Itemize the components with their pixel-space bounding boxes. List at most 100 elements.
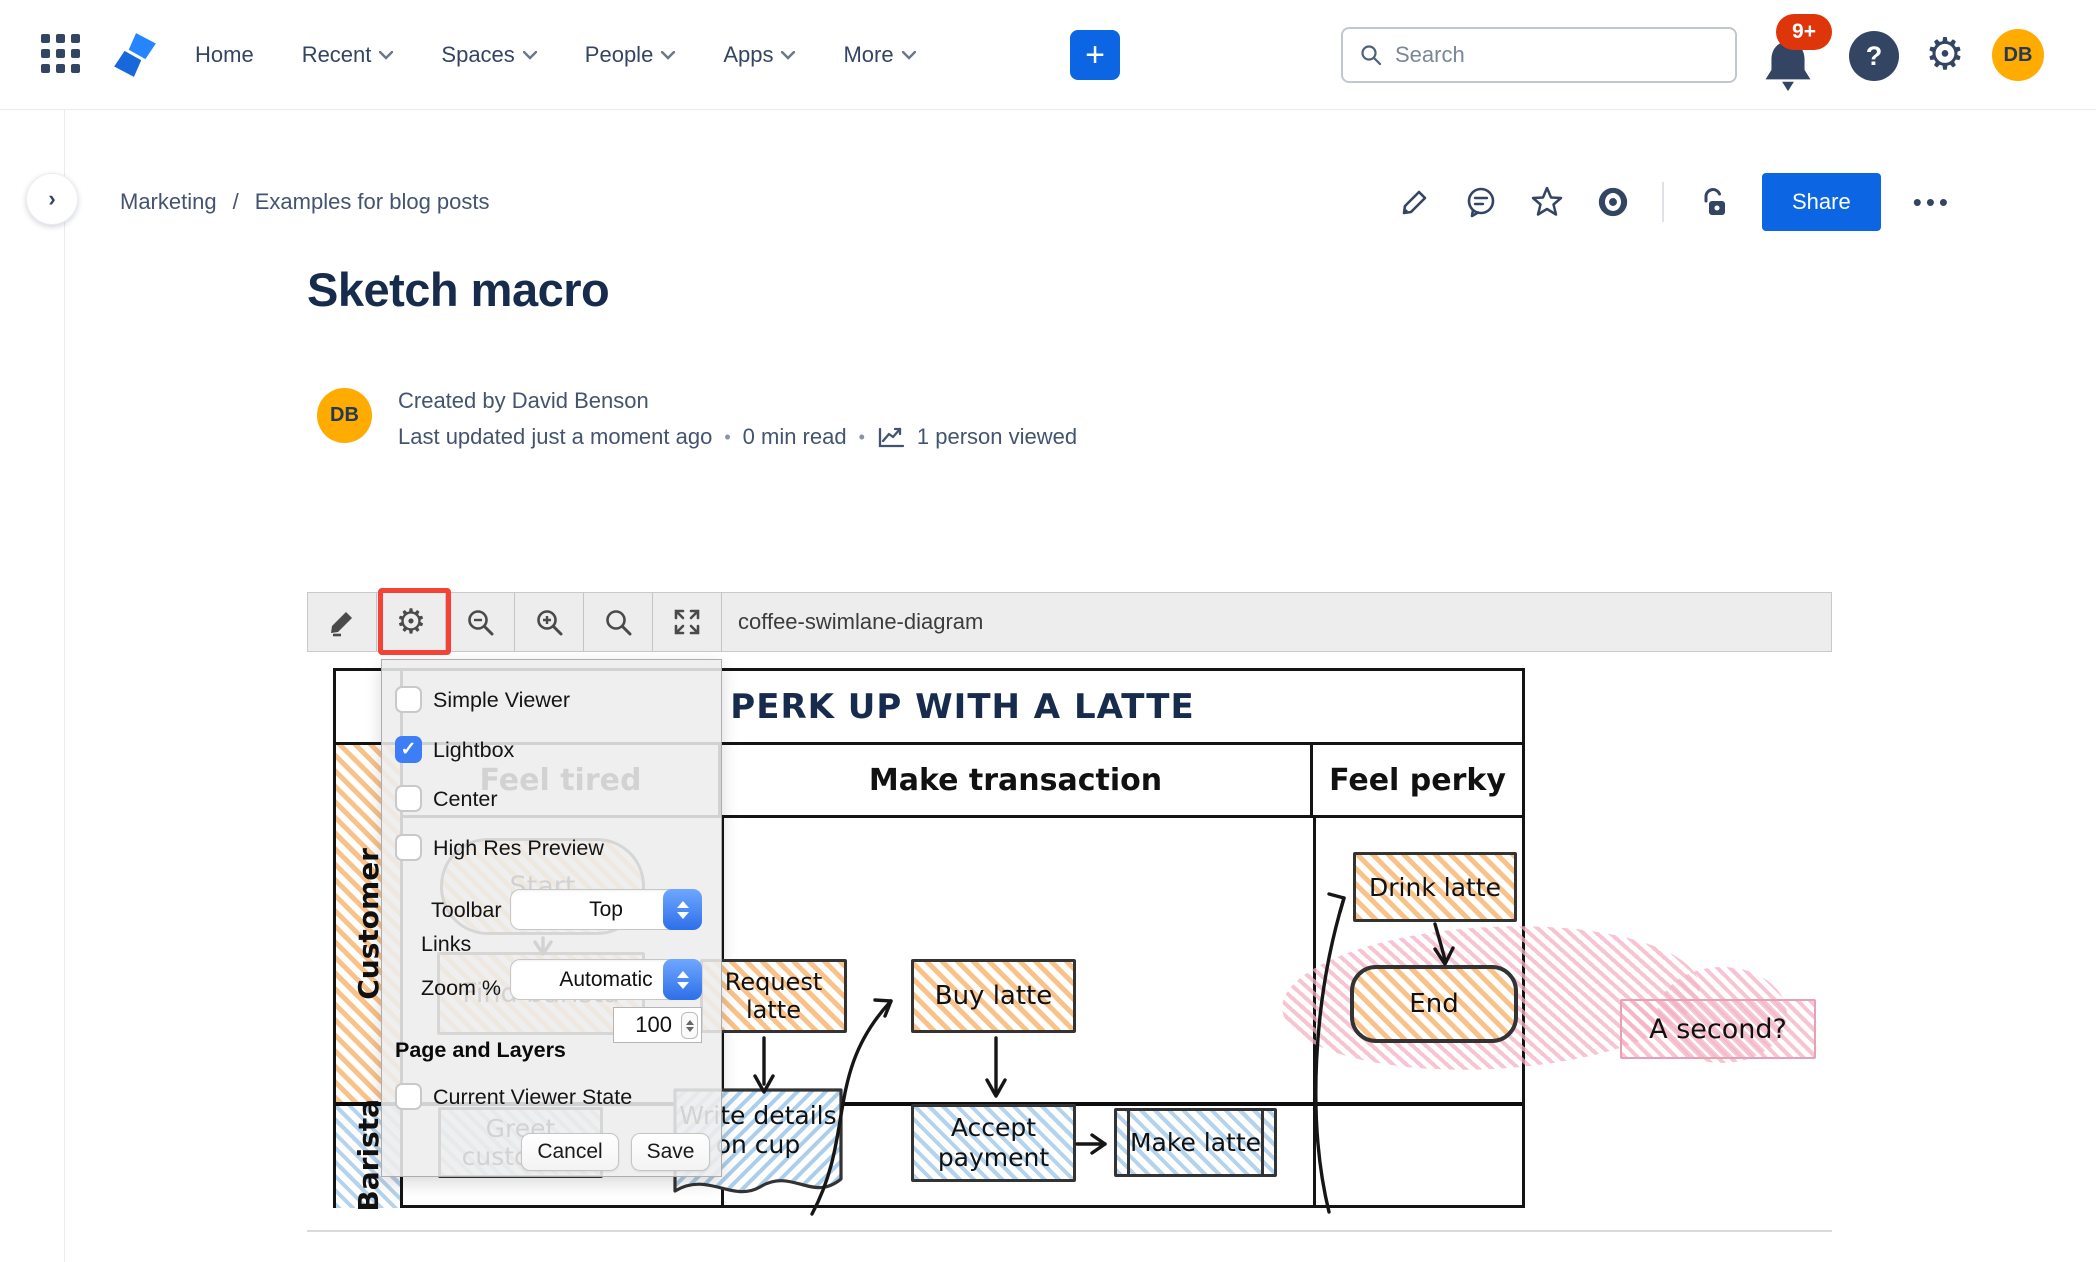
viewer-settings-panel: Simple Viewer ✓ Lightbox Center High Res… bbox=[381, 659, 722, 1177]
zoom-in-icon bbox=[537, 610, 563, 636]
node-end: End bbox=[1350, 965, 1518, 1043]
ellipsis-icon: ••• bbox=[1912, 186, 1953, 217]
more-actions-button[interactable]: ••• bbox=[1913, 187, 1952, 218]
search-input[interactable] bbox=[1395, 42, 1695, 68]
watch-button[interactable] bbox=[1596, 185, 1630, 219]
star-button[interactable] bbox=[1530, 185, 1564, 219]
breadcrumb-separator: / bbox=[232, 189, 239, 214]
gear-icon: ⚙ bbox=[395, 603, 427, 641]
fullscreen-icon bbox=[674, 609, 700, 635]
high-res-label: High Res Preview bbox=[433, 836, 604, 860]
restrictions-button[interactable] bbox=[1696, 185, 1730, 219]
node-request-latte: Request latte bbox=[700, 959, 847, 1033]
author-avatar[interactable]: DB bbox=[317, 388, 372, 443]
help-button[interactable]: ? bbox=[1849, 31, 1899, 81]
byline: Created by David Benson Last updated jus… bbox=[398, 383, 1077, 455]
number-stepper-icon[interactable] bbox=[681, 1012, 698, 1039]
chevron-down-icon bbox=[781, 50, 796, 60]
star-icon bbox=[1531, 186, 1563, 216]
actions-divider bbox=[1662, 182, 1664, 222]
zoom-percent-input[interactable] bbox=[614, 1012, 672, 1038]
app-switcher-icon[interactable] bbox=[38, 31, 86, 79]
nav-item-people[interactable]: People bbox=[585, 42, 676, 68]
share-button[interactable]: Share bbox=[1762, 173, 1881, 231]
page-actions: Share ••• bbox=[1398, 168, 1952, 236]
search-box[interactable] bbox=[1341, 27, 1737, 83]
node-make-latte: Make latte bbox=[1114, 1108, 1277, 1177]
notifications-button[interactable]: 9+ bbox=[1762, 14, 1832, 92]
links-select-label: Links bbox=[421, 932, 472, 956]
zoom-out-icon bbox=[468, 610, 494, 636]
high-res-checkbox[interactable] bbox=[395, 834, 422, 861]
bell-icon bbox=[1765, 41, 1811, 92]
sidebar-expand-button[interactable]: › bbox=[26, 173, 78, 225]
cancel-button[interactable]: Cancel bbox=[521, 1133, 619, 1171]
breadcrumb: Marketing / Examples for blog posts bbox=[120, 189, 490, 215]
lightbox-label: Lightbox bbox=[433, 738, 515, 762]
diagram-title: PERK UP WITH A LATTE bbox=[403, 671, 1522, 745]
save-button[interactable]: Save bbox=[631, 1133, 710, 1171]
zoom-percent-field[interactable] bbox=[613, 1007, 702, 1043]
breadcrumb-parent[interactable]: Examples for blog posts bbox=[254, 189, 490, 214]
fullscreen-button[interactable] bbox=[653, 593, 722, 651]
comment-button[interactable] bbox=[1464, 185, 1498, 219]
edit-diagram-button[interactable] bbox=[308, 593, 377, 651]
chevron-down-icon bbox=[661, 50, 676, 60]
page-title: Sketch macro bbox=[307, 263, 610, 316]
breadcrumb-space[interactable]: Marketing bbox=[120, 189, 217, 214]
sidebar-divider bbox=[64, 110, 65, 1262]
lightbox-checkbox[interactable]: ✓ bbox=[395, 736, 422, 763]
toolbar-select-label: Toolbar bbox=[431, 898, 502, 922]
pencil-icon bbox=[331, 612, 352, 637]
simple-viewer-checkbox[interactable] bbox=[395, 686, 422, 713]
gear-icon: ⚙ bbox=[1925, 29, 1965, 79]
nav-item-more[interactable]: More bbox=[843, 42, 916, 68]
select-stepper-icon bbox=[663, 959, 702, 1000]
pencil-icon bbox=[1402, 190, 1427, 215]
notification-badge: 9+ bbox=[1776, 14, 1832, 50]
current-viewer-state-label: Current Viewer State bbox=[433, 1085, 633, 1109]
zoom-reset-button[interactable] bbox=[584, 593, 653, 651]
links-select[interactable]: Automatic bbox=[510, 959, 702, 1000]
byline-created: Created by David Benson bbox=[398, 388, 649, 413]
user-avatar[interactable]: DB bbox=[1992, 29, 2044, 81]
center-checkbox[interactable] bbox=[395, 785, 422, 812]
current-viewer-state-checkbox[interactable] bbox=[395, 1083, 422, 1110]
zoom-out-button[interactable] bbox=[446, 593, 515, 651]
chevron-down-icon bbox=[522, 50, 537, 60]
question-icon: ? bbox=[1865, 40, 1883, 71]
settings-gear-button[interactable]: ⚙ bbox=[1917, 24, 1973, 84]
toolbar-select[interactable]: Top bbox=[510, 889, 702, 930]
node-a-second-note: A second? bbox=[1620, 999, 1816, 1059]
chevron-down-icon bbox=[901, 50, 916, 60]
edit-button[interactable] bbox=[1398, 185, 1432, 219]
select-stepper-icon bbox=[663, 889, 702, 930]
magnifier-icon bbox=[606, 610, 632, 636]
zoom-in-button[interactable] bbox=[515, 593, 584, 651]
byline-updated: Last updated just a moment ago bbox=[398, 424, 713, 449]
nav-item-apps[interactable]: Apps bbox=[723, 42, 796, 68]
byline-viewed: 1 person viewed bbox=[916, 424, 1078, 449]
viewer-settings-button[interactable]: ⚙ bbox=[377, 593, 446, 651]
unlock-icon bbox=[1704, 188, 1725, 215]
nav-item-home[interactable]: Home bbox=[195, 42, 254, 67]
byline-read-time: 0 min read bbox=[742, 424, 847, 449]
column-make-transaction: Make transaction bbox=[721, 745, 1313, 818]
diagram-filename: coffee-swimlane-diagram bbox=[738, 609, 984, 634]
watching-eye-icon bbox=[1598, 187, 1628, 217]
nav-item-spaces[interactable]: Spaces bbox=[441, 42, 537, 68]
nav-item-recent[interactable]: Recent bbox=[302, 42, 394, 68]
simple-viewer-label: Simple Viewer bbox=[433, 688, 571, 712]
create-button[interactable]: + bbox=[1070, 30, 1120, 80]
zoom-percent-label: Zoom % bbox=[421, 976, 502, 1000]
node-buy-latte: Buy latte bbox=[911, 959, 1076, 1033]
viewer-toolbar: ⚙ coffee-swimlane-diagram bbox=[307, 592, 1832, 652]
node-accept-payment: Accept payment bbox=[911, 1104, 1076, 1182]
diagram-canvas[interactable]: PERK UP WITH A LATTE Customer Barista Fe… bbox=[307, 652, 1832, 1232]
main-menu: Home Recent Spaces People Apps More bbox=[195, 0, 916, 110]
confluence-logo-icon[interactable] bbox=[110, 30, 160, 80]
page-and-layers-heading: Page and Layers bbox=[395, 1038, 566, 1062]
node-drink-latte: Drink latte bbox=[1353, 852, 1517, 922]
column-feel-perky: Feel perky bbox=[1313, 745, 1522, 818]
